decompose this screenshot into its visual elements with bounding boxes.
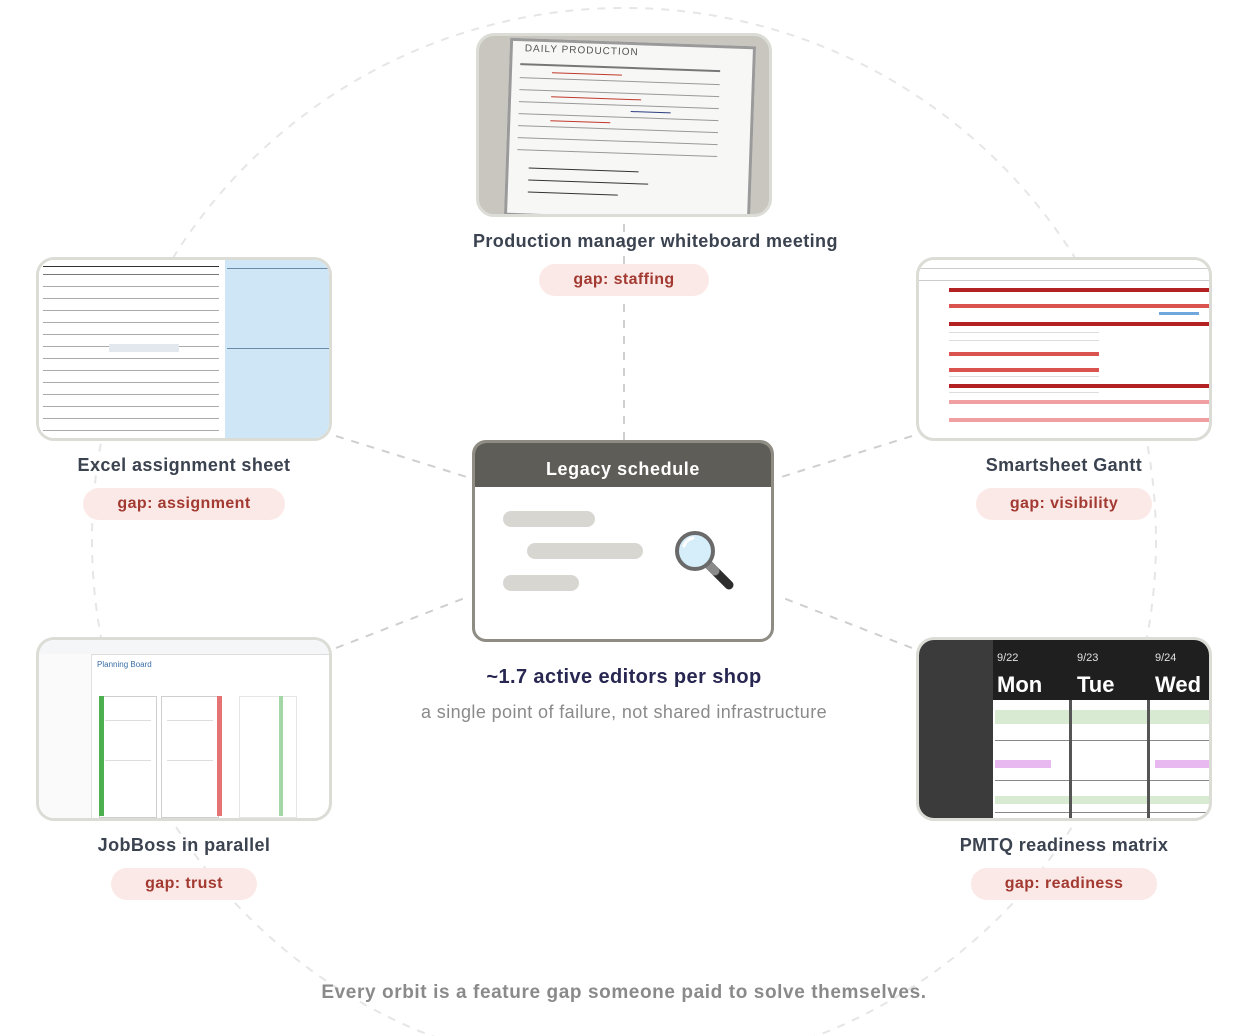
placeholder-bar [503,575,579,591]
node-jobboss: Planning Board JobBoss in parallel gap: … [33,637,335,900]
node-title: Production manager whiteboard meeting [473,231,838,251]
legacy-schedule-title: Legacy schedule [475,443,771,487]
placeholder-bar [527,543,643,559]
pmtq-day3-label: Wed [1155,672,1202,697]
gap-badge: gap: visibility [975,488,1153,520]
metric-subtitle: a single point of failure, not shared in… [420,702,827,722]
jobboss-screen-title: Planning Board [97,660,152,669]
node-whiteboard: DAILY PRODUCTION Production manager whit… [473,33,838,296]
node-title: Smartsheet Gantt [985,455,1143,475]
connector-jobboss [335,595,471,649]
jobboss-screenshot: Planning Board [36,637,332,821]
magnifier-icon [675,531,734,590]
pmtq-day1-label: Mon [997,672,1043,697]
connector-pmtq [777,595,913,649]
pmtq-day2-label: Tue [1077,672,1115,697]
placeholder-bar [503,511,595,527]
active-editors-metric: ~1.7 active editors per shop [486,666,762,688]
smartsheet-screenshot [916,257,1212,441]
connector-excel [335,435,471,479]
connector-smartsheet [777,435,913,479]
gap-badge: gap: staffing [539,264,709,296]
whiteboard-heading: DAILY PRODUCTION [524,43,639,59]
whiteboard-photo: DAILY PRODUCTION [476,33,772,217]
pmtq-day2-date: 9/23 [1077,652,1099,664]
pmtq-screenshot: 9/22 Mon 9/23 Tue 9/24 Wed [916,637,1212,821]
gap-badge: gap: readiness [970,868,1158,900]
node-pmtq: 9/22 Mon 9/23 Tue 9/24 Wed PMTQ readines… [913,637,1215,900]
legacy-schedule-card: Legacy schedule [472,440,774,642]
orbit-circle [91,7,1157,1036]
node-smartsheet: Smartsheet Gantt gap: visibility [913,257,1215,520]
footer-caption: Every orbit is a feature gap someone pai… [321,982,927,1003]
excel-screenshot [36,257,332,441]
pmtq-day3-date: 9/24 [1155,652,1177,664]
node-title: PMTQ readiness matrix [959,835,1169,855]
gap-badge: gap: assignment [83,488,285,520]
pmtq-day1-date: 9/22 [997,652,1019,664]
node-excel: Excel assignment sheet gap: assignment [33,257,335,520]
node-title: JobBoss in parallel [97,835,271,855]
gap-badge: gap: trust [111,868,257,900]
node-title: Excel assignment sheet [77,455,291,475]
